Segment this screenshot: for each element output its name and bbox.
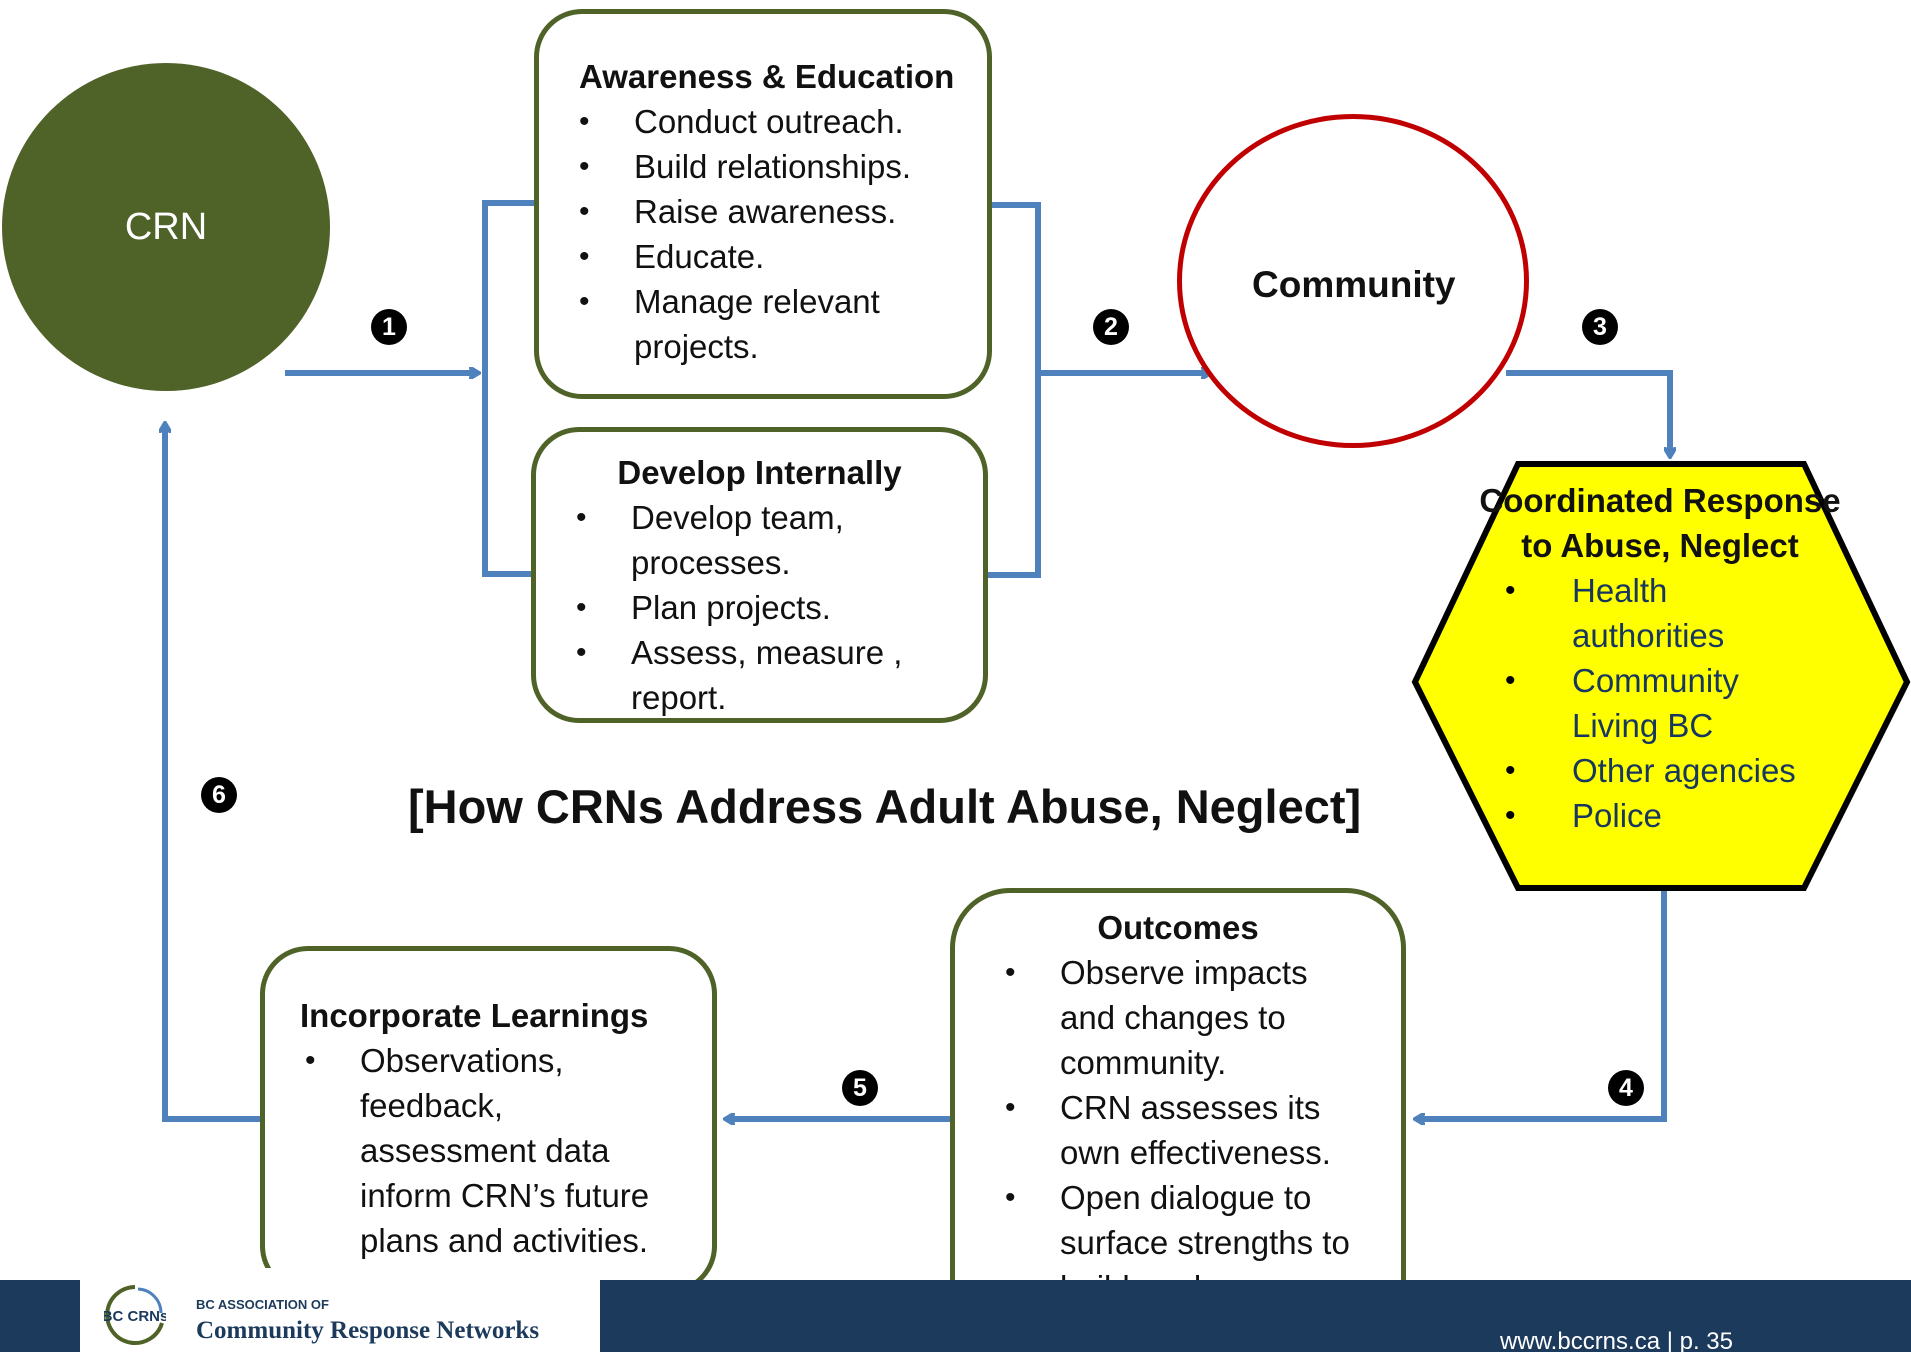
bracket-right bbox=[988, 202, 1041, 578]
develop-title: Develop Internally bbox=[617, 454, 902, 491]
list-item: Observe impacts and changes to community… bbox=[955, 950, 1330, 1085]
awareness-title: Awareness & Education bbox=[579, 58, 955, 95]
coordinated-response-text: Coordinated Response to Abuse, Neglect H… bbox=[1460, 478, 1860, 838]
arrow-learnings-to-crn bbox=[165, 424, 260, 1122]
coordinated-title: Coordinated Response to Abuse, Neglect bbox=[1479, 482, 1841, 564]
outcomes-title: Outcomes bbox=[1097, 909, 1259, 946]
diagram-title: [How CRNs Address Adult Abuse, Neglect] bbox=[408, 780, 1362, 833]
list-item: Community Living BC bbox=[1460, 658, 1772, 748]
bccrns-logo-icon: BC CRNs bbox=[104, 1285, 166, 1345]
crn-label: CRN bbox=[124, 205, 208, 248]
svg-text:BC CRNs: BC CRNs bbox=[104, 1308, 166, 1325]
learnings-title: Incorporate Learnings bbox=[300, 997, 649, 1034]
step-badge-1: 1 bbox=[371, 309, 407, 345]
list-item: Police bbox=[1460, 793, 1860, 838]
outcomes-box: Outcomes Observe impacts and changes to … bbox=[950, 888, 1406, 1352]
list-item: Health authorities bbox=[1460, 568, 1724, 658]
list-item: Educate. bbox=[539, 234, 987, 279]
step-badge-5: 5 bbox=[842, 1070, 878, 1106]
list-item: Develop team, processes. bbox=[536, 495, 881, 585]
list-item: Plan projects. bbox=[536, 585, 983, 630]
list-item: Manage relevant projects. bbox=[539, 279, 934, 369]
list-item: Raise awareness. bbox=[539, 189, 987, 234]
awareness-education-box: Awareness & Education Conduct outreach. … bbox=[534, 9, 992, 399]
logo-org-name: Community Response Networks bbox=[196, 1317, 540, 1344]
list-item: Other agencies bbox=[1460, 748, 1860, 793]
arrow-community-to-response bbox=[1506, 370, 1670, 456]
arrow-response-to-outcomes bbox=[1416, 890, 1667, 1119]
logo-org-prefix: BC ASSOCIATION OF bbox=[196, 1297, 329, 1312]
step-badge-4: 4 bbox=[1608, 1070, 1644, 1106]
crn-node: CRN bbox=[2, 63, 330, 391]
community-label: Community bbox=[1252, 264, 1456, 305]
list-item: Conduct outreach. bbox=[539, 99, 987, 144]
list-item: Assess, measure , report. bbox=[536, 630, 921, 720]
list-item: CRN assesses its own effectiveness. bbox=[955, 1085, 1350, 1175]
logo-area bbox=[80, 1268, 600, 1352]
list-item: Observations, feedback, assessment data … bbox=[265, 1038, 670, 1263]
community-node: Community bbox=[1177, 114, 1529, 448]
bracket-left bbox=[482, 200, 534, 577]
step-badge-2: 2 bbox=[1093, 309, 1129, 345]
step-badge-3: 3 bbox=[1582, 309, 1618, 345]
develop-internally-box: Develop Internally Develop team, process… bbox=[531, 427, 988, 723]
list-item: Build relationships. bbox=[539, 144, 987, 189]
step-badge-6: 6 bbox=[201, 777, 237, 813]
incorporate-learnings-box: Incorporate Learnings Observations, feed… bbox=[260, 946, 717, 1294]
page-reference: www.bccrns.ca | p. 35 bbox=[1500, 1328, 1733, 1355]
